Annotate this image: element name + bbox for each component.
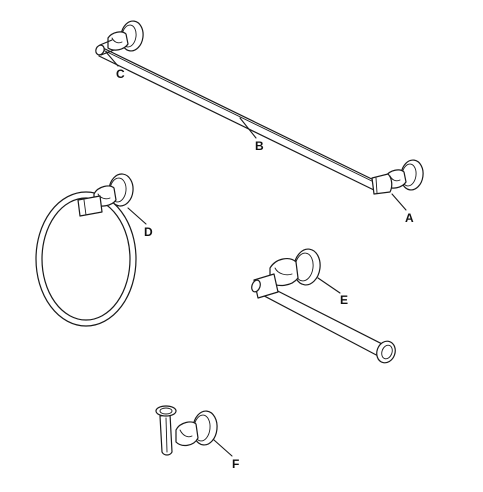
leader-e bbox=[317, 277, 341, 294]
paper-holder: E bbox=[251, 248, 396, 364]
towel-ring: D bbox=[35, 173, 153, 327]
leader-a bbox=[391, 193, 407, 211]
leader-b bbox=[239, 117, 257, 139]
label-e: E bbox=[340, 293, 348, 307]
leader-c bbox=[105, 51, 119, 67]
label-c: C bbox=[116, 67, 125, 81]
leader-d bbox=[127, 207, 147, 225]
robe-hook: F bbox=[155, 405, 239, 471]
towel-bar-tube bbox=[98, 47, 383, 193]
towel-bar-right-post bbox=[371, 159, 424, 195]
label-a: A bbox=[405, 211, 414, 225]
label-f: F bbox=[232, 457, 239, 471]
towel-bar: A B C bbox=[95, 20, 424, 225]
towel-bar-left-post bbox=[95, 20, 144, 56]
label-d: D bbox=[144, 225, 153, 239]
leader-f bbox=[213, 439, 233, 457]
label-b: B bbox=[255, 139, 264, 153]
